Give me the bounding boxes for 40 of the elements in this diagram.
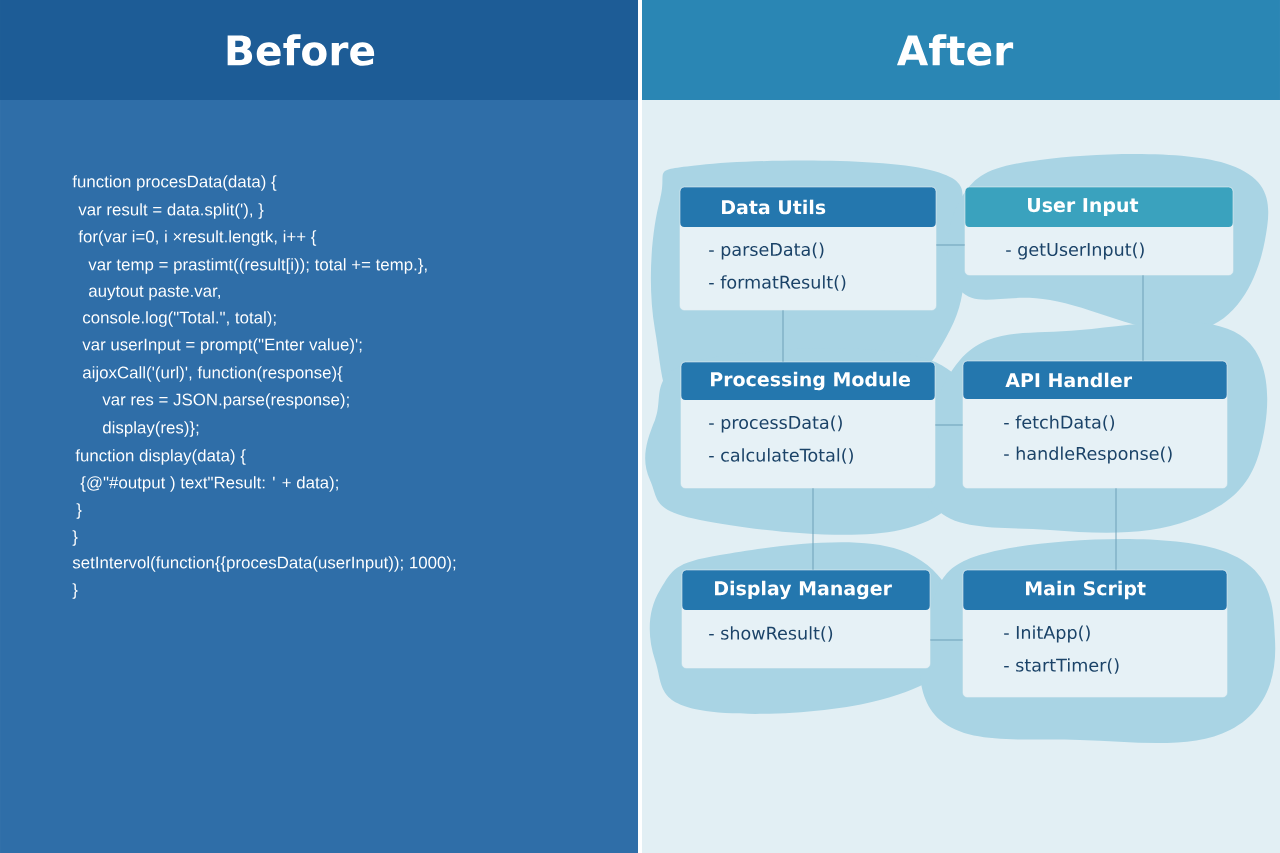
box-title: API Handler — [1005, 372, 1133, 388]
code-line: function display(data) { — [75, 449, 246, 465]
method-text: - handleResponse() — [1004, 446, 1172, 464]
method-text: - startTimer() — [1004, 658, 1119, 674]
class-box — [962, 360, 1228, 489]
code-line: } — [72, 583, 78, 599]
code-line: function procesData(data) { — [72, 175, 277, 191]
box-title: Main Script — [1026, 580, 1146, 600]
box-title: Processing Module — [711, 371, 910, 391]
method-text: - fetchData() — [1004, 415, 1115, 431]
code-line: setIntervol(function{{procesData(userInput)); 1000); — [72, 556, 456, 572]
class-box — [962, 569, 1228, 698]
code-line: auytout paste.var, — [89, 285, 220, 301]
class-box — [964, 186, 1234, 276]
class-box — [681, 569, 931, 669]
panel-heading: Before — [227, 34, 375, 66]
method-text: - getUserInput() — [1006, 242, 1144, 260]
code-line: var temp = prastimt((result[i)); total += temp.}, — [88, 258, 427, 274]
method-text: - processData() — [709, 415, 842, 433]
box-title: User Input — [1028, 198, 1139, 216]
code-line: display(res)}; — [103, 421, 199, 437]
code-line: } — [72, 530, 78, 546]
code-line: for(var i=0, i ×result.lengtk, i++ { — [78, 230, 317, 246]
method-text: - calculateTotal() — [709, 448, 853, 464]
panel-heading: After — [896, 34, 1014, 66]
method-text: - parseData() — [709, 242, 824, 260]
code-line: } — [76, 503, 82, 519]
class-box — [679, 186, 937, 311]
code-line: var userInput = prompt("Enter value)'; — [82, 338, 362, 354]
box-title: Display Manager — [715, 580, 892, 600]
code-line: console.log("Total.", total); — [83, 311, 276, 327]
box-title: Data Utils — [722, 199, 826, 215]
code-line: var res = JSON.parse(response); — [102, 393, 349, 409]
class-box — [680, 361, 936, 489]
method-text: - formatResult() — [709, 275, 846, 291]
code-line: aijoxCall('(url)', function(response){ — [83, 366, 343, 382]
code-line: var result = data.split('), } — [78, 203, 264, 219]
code-line: {@"#output ) text"Result: ' + data); — [80, 476, 338, 492]
method-text: - InitApp() — [1004, 625, 1090, 643]
method-text: - showResult() — [709, 626, 833, 642]
